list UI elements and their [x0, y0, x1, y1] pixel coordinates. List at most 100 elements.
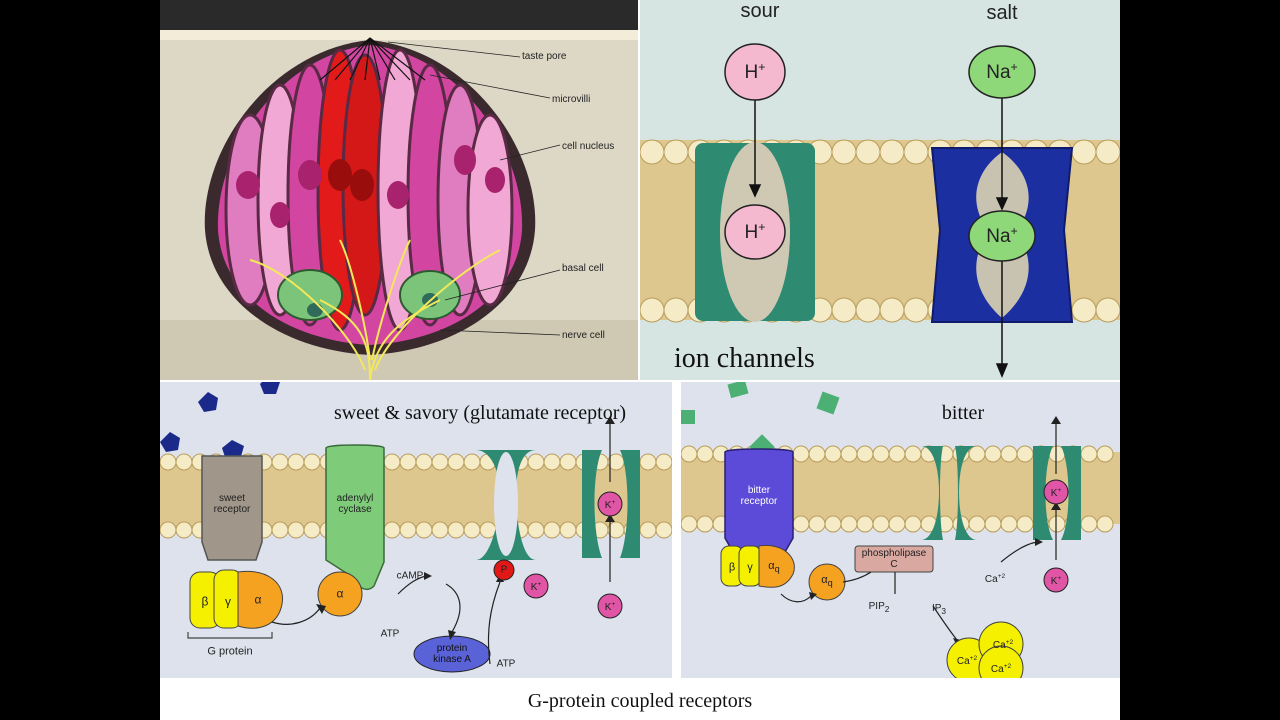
bitter-gamma-label: γ: [747, 561, 753, 574]
phospholipid-head: [543, 521, 561, 539]
phospholipid-head: [872, 515, 890, 533]
phospholipid-head: [903, 139, 929, 165]
phospholipid-head: [415, 521, 433, 539]
bitter-gpcr-membrane: [681, 382, 1120, 678]
label-cell-nucleus: cell nucleus: [562, 141, 615, 152]
phospholipid-head: [559, 453, 577, 471]
phospholipid-head: [888, 445, 906, 463]
phospholipid-head: [808, 515, 826, 533]
phospholipid-head: [1095, 297, 1120, 323]
phospholipid-head: [904, 445, 922, 463]
phospholipid-head: [271, 521, 289, 539]
phospholipid-head: [639, 521, 657, 539]
phospholipid-head: [696, 515, 714, 533]
ion-channels-panel: sour salt H+ H+ Na+ Na+ ion channels: [640, 0, 1120, 380]
phospholipid-head: [904, 515, 922, 533]
phospholipid-head: [856, 445, 874, 463]
h-ion-inside: H+: [744, 219, 766, 244]
phospholipid-head: [663, 297, 689, 323]
protein-kinase-a-label: protein kinase A: [433, 643, 471, 665]
phospholipid-head: [824, 515, 842, 533]
phospholipid-head: [792, 445, 810, 463]
phospholipid-head: [879, 297, 905, 323]
phospholipid-head: [399, 453, 417, 471]
phospholipid-head: [287, 521, 305, 539]
phospholipid-head: [655, 521, 672, 539]
k-ion-cytoplasm: K+: [530, 580, 542, 594]
ion-channels-title: ion channels: [674, 343, 815, 374]
na-ion-inside: Na+: [986, 223, 1018, 248]
sweet-receptor-label: sweet receptor: [213, 493, 251, 515]
phospholipid-head: [399, 521, 417, 539]
phospholipid-head: [1080, 445, 1098, 463]
label-microvilli: microvilli: [552, 94, 591, 105]
phospholipid-head: [463, 453, 481, 471]
sour-label: sour: [740, 0, 780, 22]
phospholipid-head: [888, 515, 906, 533]
phospholipid-head: [527, 521, 545, 539]
phospholipid-head: [984, 445, 1002, 463]
phospholipid-head: [1095, 139, 1120, 165]
taste-bud-illustration: [160, 0, 638, 380]
adenylyl-cyclase-label: adenylyl cyclase: [336, 493, 374, 515]
bitter-panel: bitter bitter receptor β γ αq αq phospho…: [681, 382, 1120, 678]
phospholipid-head: [383, 453, 401, 471]
phospholipid-head: [639, 453, 657, 471]
phospholipid-head: [1000, 515, 1018, 533]
bitter-k-ion-lower: K+: [1050, 574, 1062, 588]
phospholipid-head: [1096, 515, 1114, 533]
na-ion-outside: Na+: [986, 59, 1018, 84]
caption: G-protein coupled receptors: [527, 690, 753, 712]
ip3-label: IP3: [931, 603, 947, 616]
phospholipid-head: [175, 521, 193, 539]
phospholipid-head: [160, 521, 177, 539]
phospholipid-head: [271, 453, 289, 471]
beta-subunit-label: β: [201, 594, 209, 609]
phospholipid-head: [681, 445, 698, 463]
sweet-savory-panel: sweet & savory (glutamate receptor) swee…: [160, 382, 672, 678]
phospholipid-head: [855, 297, 881, 323]
phospholipid-head: [824, 445, 842, 463]
sweet-gpcr-membrane: [160, 382, 672, 673]
phospholipid-head: [175, 453, 193, 471]
phospholipid-head: [303, 521, 321, 539]
phospholipid-head: [903, 297, 929, 323]
phospholipid-head: [681, 515, 698, 533]
phospholipid-head: [840, 515, 858, 533]
h-ion-outside: H+: [744, 59, 766, 84]
slide: taste pore microvilli cell nucleus basal…: [160, 0, 1120, 720]
pip2-label: PIP2: [868, 601, 890, 614]
g-protein-label: G protein: [207, 645, 253, 658]
taste-bud-panel: taste pore microvilli cell nucleus basal…: [160, 0, 638, 380]
phospholipid-head: [663, 139, 689, 165]
bitter-k-ion-channel: K+: [1050, 486, 1062, 500]
phospholipid-head: [1071, 297, 1097, 323]
phospholipid-head: [879, 139, 905, 165]
phospholipid-head: [431, 453, 449, 471]
phospholipid-head: [383, 521, 401, 539]
atp-label-2: ATP: [496, 658, 516, 670]
phospholipid-head: [1071, 139, 1097, 165]
phospholipid-head: [792, 515, 810, 533]
k-ion-lower: K+: [604, 600, 616, 614]
phospholipid-head: [431, 521, 449, 539]
phospholipid-head: [808, 445, 826, 463]
phospholipid-head: [968, 445, 986, 463]
atp-label-1: ATP: [380, 628, 400, 640]
phospholipid-head: [831, 139, 857, 165]
phospholipid-head: [855, 139, 881, 165]
ca-ion-1: Ca+2: [956, 654, 978, 668]
k-ion-channel: K+: [604, 498, 616, 512]
phospholipid-head: [1016, 445, 1034, 463]
bitter-beta-label: β: [728, 561, 736, 574]
phospholipid-head: [640, 297, 665, 323]
bitter-receptor-label: bitter receptor: [740, 485, 778, 507]
salt-label: salt: [986, 2, 1018, 24]
phospholipid-head: [856, 515, 874, 533]
gamma-subunit-label: γ: [225, 594, 231, 609]
ca-ion-3: Ca+2: [990, 662, 1012, 676]
phospholipid-head: [640, 139, 665, 165]
alpha-subunit-label: α: [254, 592, 262, 607]
phospholipid-head: [1048, 515, 1066, 533]
label-nerve-cell: nerve cell: [562, 330, 605, 341]
